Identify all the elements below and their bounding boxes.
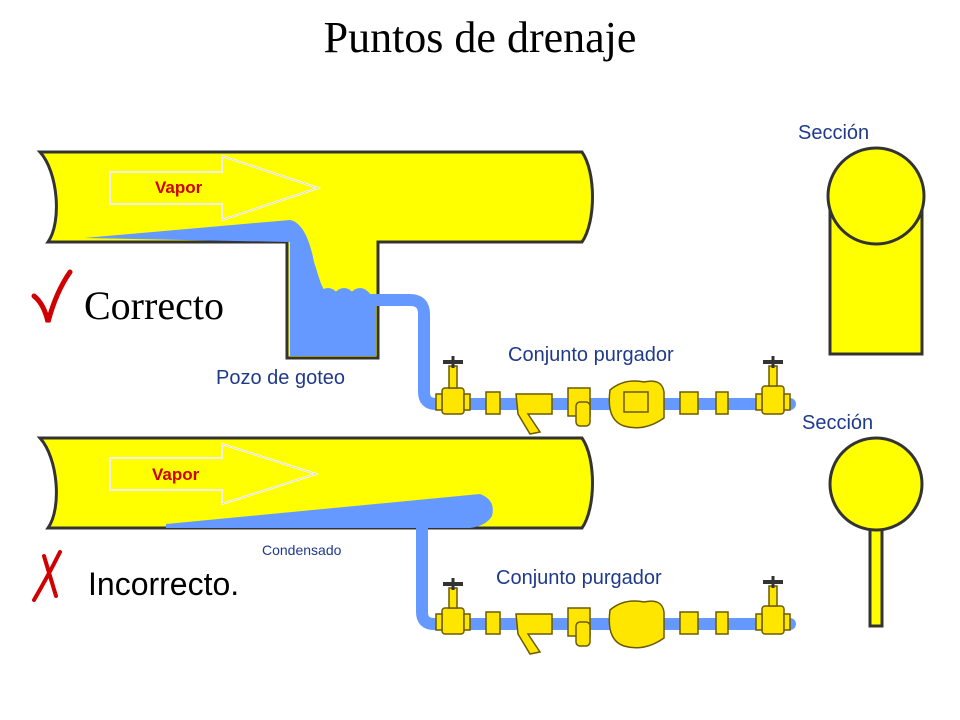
top-trap-assembly: [435, 356, 791, 435]
top-condensate-film: [84, 220, 376, 356]
top-vapor-label: Vapor: [155, 178, 203, 197]
top-section-label: Sección: [798, 122, 870, 144]
cross-icon: [32, 550, 62, 602]
check-icon: [31, 269, 73, 323]
bottom-section-view: [828, 436, 924, 628]
bottom-section-label: Sección: [802, 412, 874, 434]
condensate-label: Condensado: [262, 542, 342, 558]
top-section-view: [826, 146, 926, 356]
bottom-condensate-film: [166, 494, 493, 528]
bottom-drain-line: [416, 522, 796, 630]
top-drain-line: [370, 294, 796, 410]
bottom-trap-label: Conjunto purgador: [496, 567, 662, 589]
top-condensate-ripples: [317, 288, 371, 301]
top-trap-label: Conjunto purgador: [508, 344, 674, 366]
bottom-vapor-label: Vapor: [152, 465, 200, 484]
drip-well-label: Pozo de goteo: [216, 367, 345, 389]
bottom-trap-assembly: [435, 576, 791, 655]
bottom-verdict-label: Incorrecto.: [88, 566, 240, 602]
top-verdict-label: Correcto: [84, 283, 224, 328]
page-title: Puntos de drenaje: [323, 13, 637, 62]
